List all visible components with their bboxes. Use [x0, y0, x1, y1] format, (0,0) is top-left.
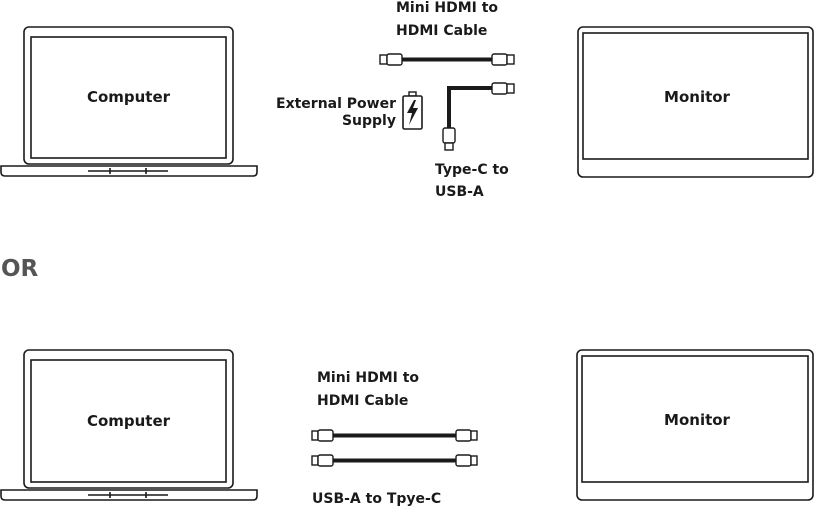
laptop-bottom — [0, 349, 258, 501]
usb-cable-label: USB-A to Tpye-C — [312, 491, 441, 507]
monitor-label: Monitor — [664, 411, 731, 429]
computer-label: Computer — [87, 412, 171, 430]
monitor-top — [577, 26, 814, 178]
bottom-setup: Computer Monitor Mini HDMI to HDMI Cable… — [0, 349, 814, 507]
hdmi-cable-top — [379, 53, 515, 66]
laptop-base — [0, 489, 258, 501]
hdmi-cable-label-line2: HDMI Cable — [317, 393, 408, 409]
top-setup: Computer Monitor Mini HDMI to HDMI Cable… — [0, 0, 814, 200]
power-label-line2: Supply — [342, 113, 396, 129]
usb-cable-bottom — [311, 454, 478, 467]
usb-cable-label-line2: USB-A — [435, 184, 484, 200]
monitor-frame — [577, 26, 814, 178]
usb-cable-top — [442, 82, 515, 151]
monitor-screen — [581, 355, 809, 483]
monitor-screen — [582, 32, 809, 160]
monitor-bottom — [576, 349, 814, 501]
laptop-screen — [30, 36, 227, 159]
or-divider: OR — [1, 256, 39, 282]
hdmi-cable-label-line1: Mini HDMI to — [396, 0, 498, 16]
laptop-lid — [23, 26, 234, 165]
usb-cable-label-line1: Type-C to — [435, 162, 509, 178]
battery-lightning-icon — [402, 91, 423, 130]
laptop-lid — [23, 349, 234, 489]
laptop-top — [0, 26, 258, 177]
power-label-line1: External Power — [276, 96, 396, 112]
laptop-screen — [30, 359, 227, 483]
monitor-label: Monitor — [664, 88, 731, 106]
laptop-base — [0, 165, 258, 177]
hdmi-cable-label-line2: HDMI Cable — [396, 23, 487, 39]
computer-label: Computer — [87, 88, 171, 106]
hdmi-cable-label-line1: Mini HDMI to — [317, 370, 419, 386]
hdmi-cable-bottom — [311, 429, 478, 442]
monitor-frame — [576, 349, 814, 501]
